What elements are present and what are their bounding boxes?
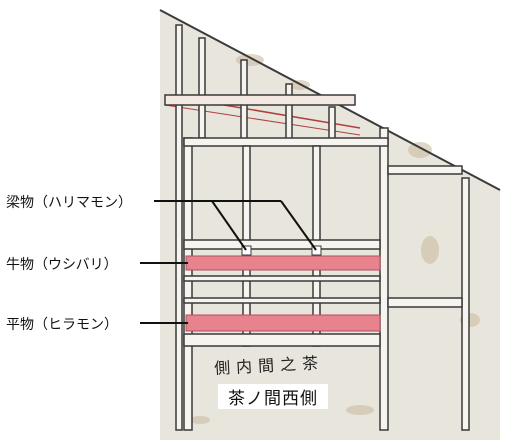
- beam-joint: [311, 245, 322, 256]
- main-post: [183, 137, 193, 431]
- tie-piece: [164, 94, 356, 106]
- ox-beam-highlight: [185, 255, 381, 271]
- red-rafter-line-2: [164, 104, 361, 136]
- rail: [183, 297, 381, 304]
- upper-stud: [198, 37, 206, 139]
- main-post: [461, 177, 470, 431]
- paper-sheet: [160, 10, 500, 440]
- beam-joint: [241, 245, 252, 256]
- ox-beam-label: 牛物（ウシバリ）: [6, 257, 118, 273]
- upper-stud: [175, 24, 183, 431]
- rail: [183, 333, 381, 347]
- rail: [183, 275, 381, 282]
- rail: [183, 239, 381, 250]
- main-post: [379, 127, 389, 431]
- flat-member-highlight: [185, 314, 381, 332]
- beam-label: 梁物（ハリマモン）: [6, 195, 132, 211]
- upper-stud: [328, 106, 336, 143]
- right-rail: [387, 165, 463, 175]
- caption: 茶ノ間西側: [218, 384, 328, 409]
- flat-member-label: 平物（ヒラモン）: [6, 317, 118, 333]
- upper-stud: [285, 83, 293, 143]
- right-rail: [387, 297, 463, 308]
- top-plate: [183, 137, 389, 147]
- beam-leader-line-3: [280, 200, 317, 251]
